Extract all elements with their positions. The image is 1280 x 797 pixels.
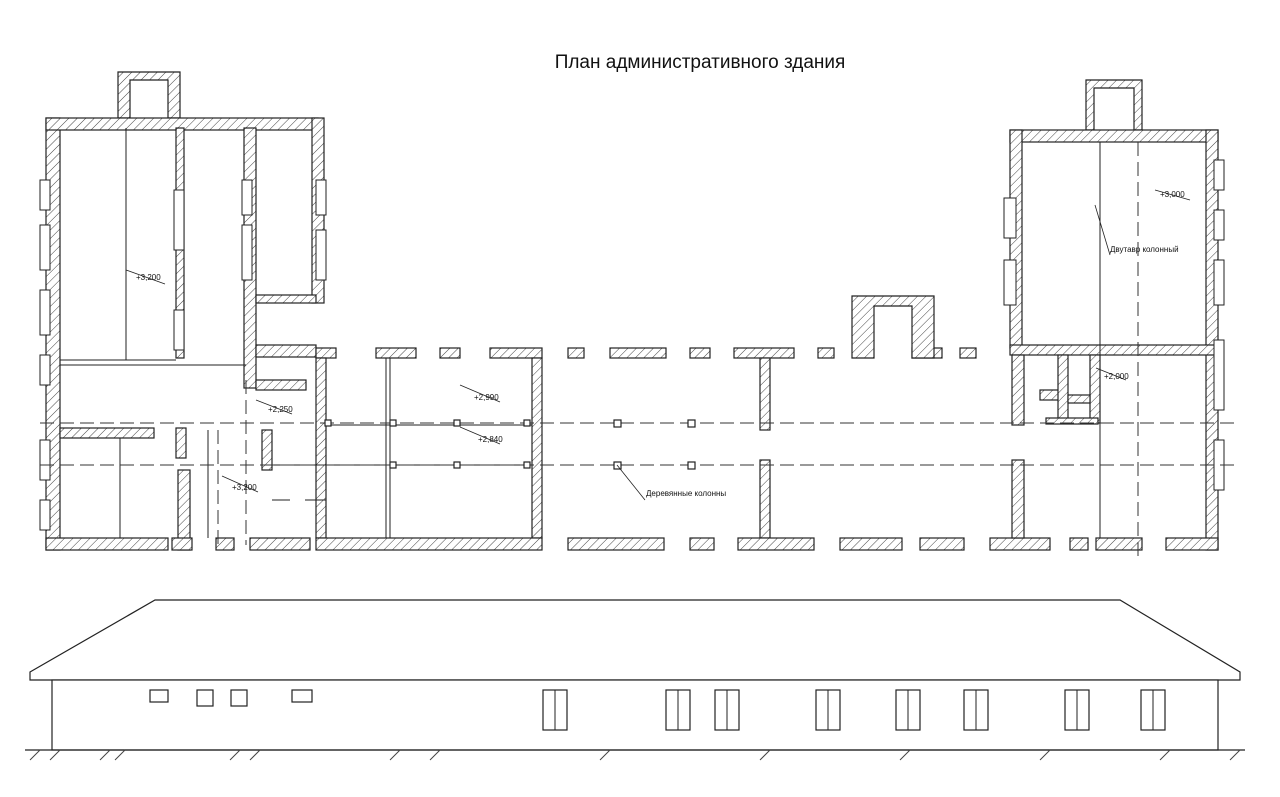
inner-lines (60, 128, 1101, 538)
central-block (315, 295, 1051, 551)
elevation-mark: +2,990 (459, 384, 501, 403)
west-wing (45, 71, 325, 551)
elevation-mark: +2,840 (459, 426, 503, 445)
note-label: Двутавр колонный (1110, 245, 1179, 254)
elevation-mark: +2,250 (255, 399, 293, 415)
elevation-label: +2,840 (478, 435, 503, 444)
small-windows (149, 689, 313, 707)
elevation-mark: +2,000 (1095, 367, 1129, 381)
elevation-mark: +3,200 (125, 269, 166, 285)
elevation-label: +2,000 (1104, 372, 1129, 381)
note-wooden-columns: Деревянные колонны (616, 464, 726, 501)
east-wing-windows (1003, 159, 1225, 491)
elevation-label: +3,000 (1160, 190, 1185, 199)
elevation-label: +3,200 (232, 483, 257, 492)
elevation-mark: +3,000 (1154, 189, 1191, 201)
elevation-label: +3,200 (136, 273, 161, 282)
elevation-mark: +3,200 (221, 475, 259, 493)
elevation-label: +2,990 (474, 393, 499, 402)
drawing-title: План административного здания (554, 52, 846, 73)
roof (29, 599, 1241, 681)
facade-elevation (25, 599, 1245, 751)
ground-hatch (29, 749, 1241, 761)
east-wing (1009, 79, 1219, 551)
elevation-label: +2,250 (268, 405, 293, 414)
wooden-columns (324, 419, 696, 470)
axis-lines (40, 142, 1240, 560)
note-ibeam-columns: Двутавр колонный (1094, 204, 1179, 256)
facade-wall (51, 679, 1219, 751)
elevation-marks: +3,200 +3,000 +2,990 +2,840 +2,250 +3,20… (125, 189, 1191, 501)
note-label: Деревянные колонны (646, 489, 726, 498)
west-wing-windows (39, 179, 327, 531)
